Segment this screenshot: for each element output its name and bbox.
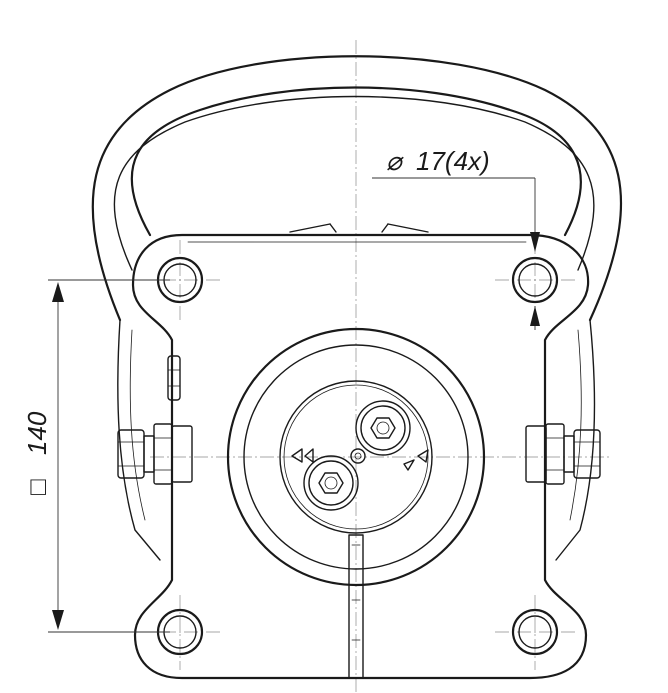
carrying-handle: [91, 55, 623, 561]
side-dimension: □ 140: [22, 279, 170, 633]
center-lines: [140, 40, 610, 693]
right-bolt-assembly: [525, 423, 601, 485]
mounting-holes: [156, 256, 559, 656]
hole-callout-label: 17(4x): [416, 146, 490, 176]
center-housing: [226, 327, 486, 587]
mounting-plate: [131, 233, 590, 680]
side-dimension-label: 140: [22, 411, 52, 455]
lower-slot: [348, 534, 364, 679]
left-bolt-assembly: [117, 355, 193, 485]
square-symbol: □: [22, 479, 52, 495]
diameter-symbol: ⌀: [386, 146, 404, 176]
hole-diameter-callout: ⌀ 17(4x): [372, 146, 540, 330]
